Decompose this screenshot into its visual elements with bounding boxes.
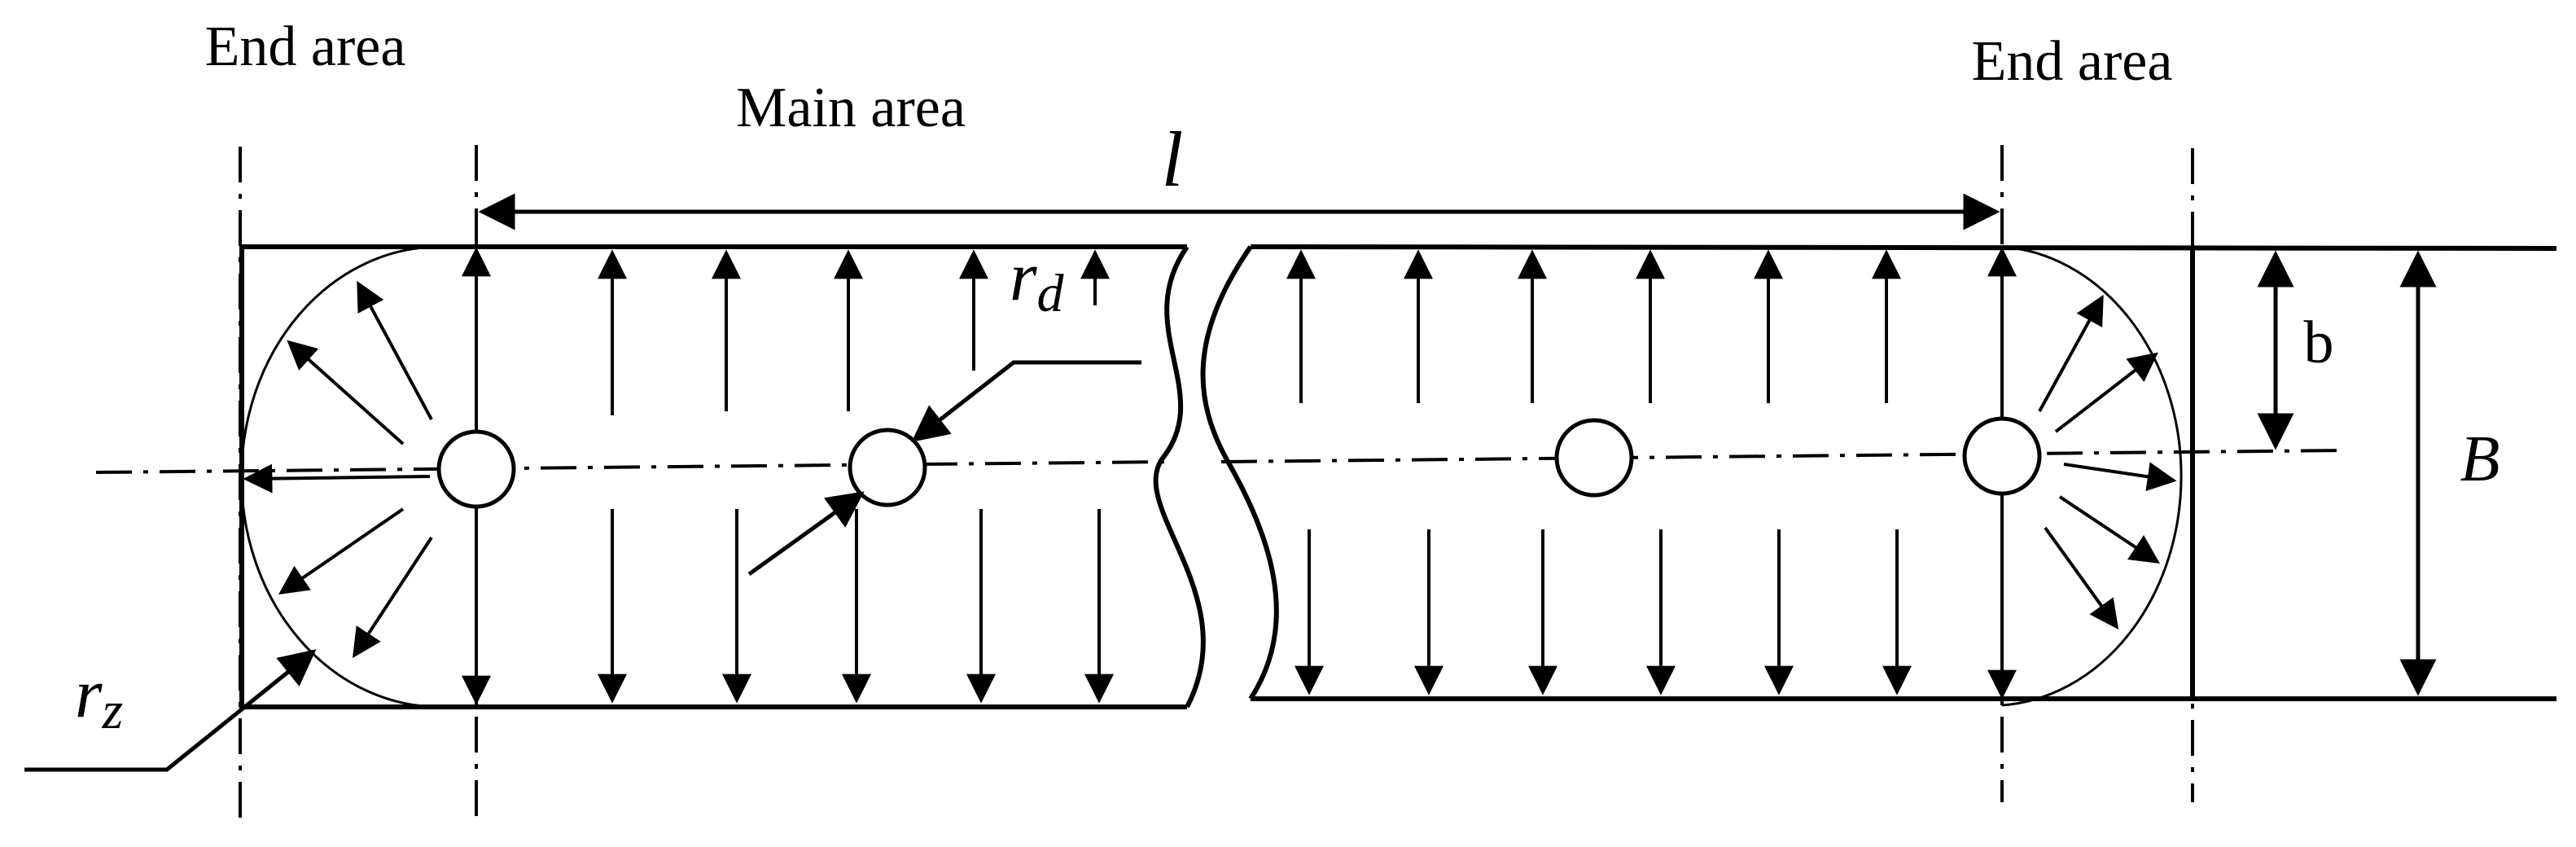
end-area-left-label: End area <box>205 15 406 78</box>
end-caps <box>240 245 2183 709</box>
end-area-right-label: End area <box>1972 30 2173 93</box>
hole-2 <box>848 428 927 507</box>
left-end-cap <box>240 245 476 709</box>
holes <box>436 416 2042 509</box>
main-area-arrows-up <box>462 247 2017 432</box>
right-end-radial-arrows <box>2038 294 2177 630</box>
break-line-right <box>1200 245 1279 700</box>
main-area-arrows-down <box>462 493 2017 705</box>
right-end-cap <box>2001 245 2183 707</box>
hole-4 <box>1962 416 2042 496</box>
top-edge-right <box>1250 244 2557 251</box>
hole-1 <box>436 429 516 509</box>
dim-b-label: b <box>2304 309 2334 376</box>
dimensions-b-B <box>2257 250 2437 696</box>
r-z-leader <box>24 649 317 772</box>
r-d-label: rd <box>1010 237 1064 323</box>
centerline <box>95 449 2346 474</box>
hole-3 <box>1554 418 1634 498</box>
r-z-label: rz <box>75 654 123 740</box>
main-area-label: Main area <box>736 77 966 139</box>
dim-l-label: l <box>1162 116 1184 203</box>
break-line-left <box>1153 245 1206 709</box>
trench-outline <box>239 244 2557 709</box>
left-end-radial-arrows <box>243 280 433 659</box>
r-d-leader <box>747 360 1141 577</box>
dim-B-label: B <box>2460 424 2500 495</box>
